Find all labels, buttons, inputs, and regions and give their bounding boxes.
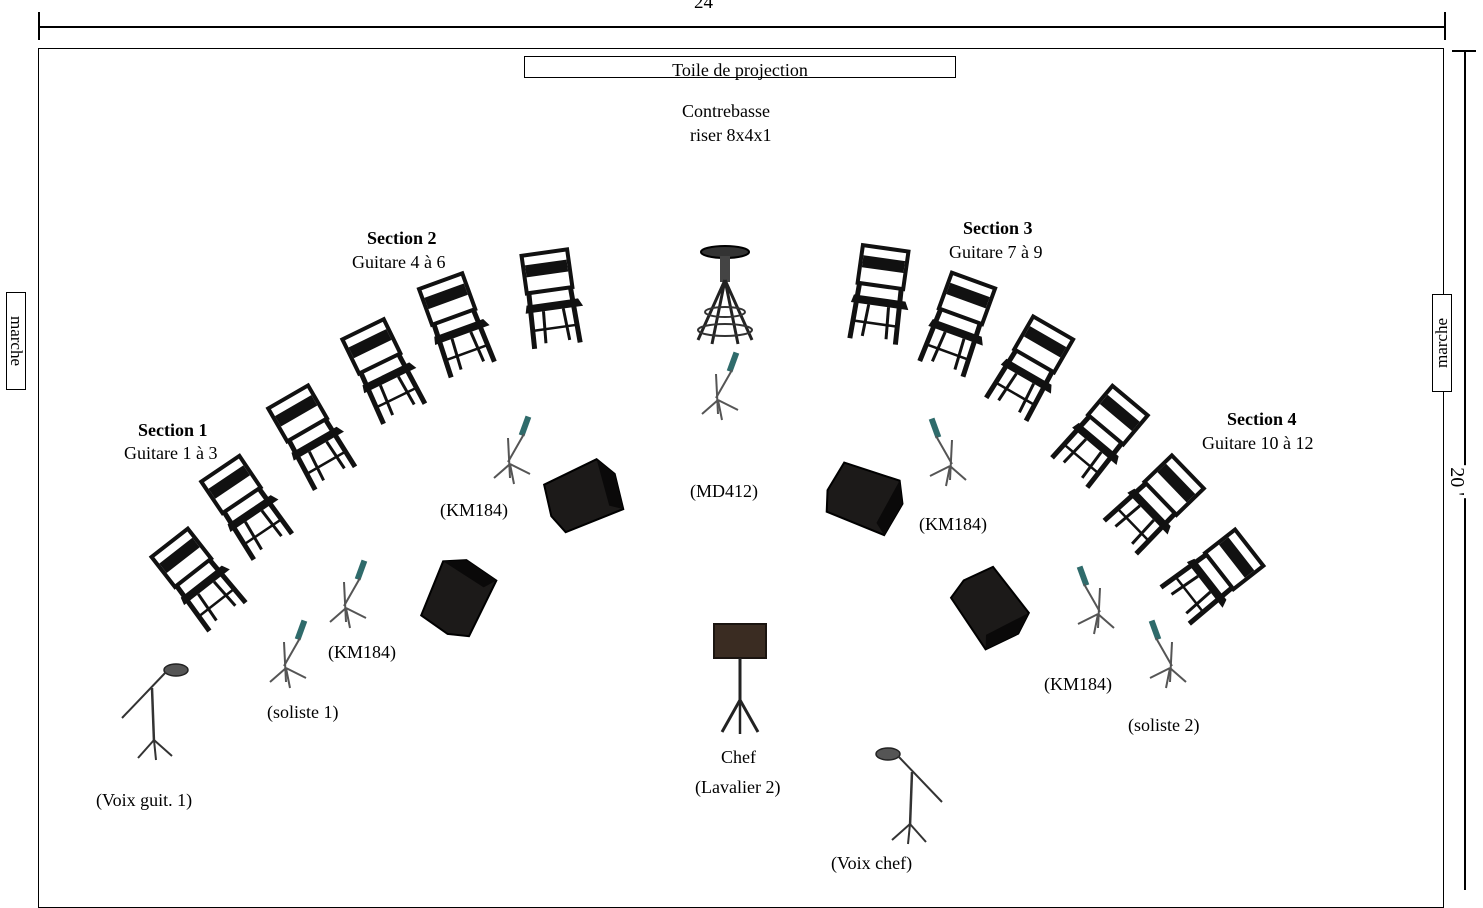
section-1-title: Section 1: [138, 420, 208, 440]
mic-label-voice-guitar: (Voix guit. 1): [96, 790, 193, 810]
section-3-subtitle: Guitare 7 à 9: [949, 242, 1043, 262]
mic-stand-icon: [493, 415, 532, 485]
projection-screen: Toile de projection: [524, 56, 956, 80]
mic-label-voice-chef: (Voix chef): [831, 853, 913, 873]
step-left: marche: [6, 292, 26, 390]
vocal-mic-icon: [875, 747, 943, 845]
monitor-speaker-icon: [419, 559, 498, 638]
projection-screen-label: Toile de projection: [672, 60, 808, 80]
chair-icon: [984, 313, 1076, 423]
music-stand-icon: [713, 623, 767, 734]
height-dimension-tick-top: [1452, 50, 1476, 52]
chair-icon: [1050, 382, 1151, 489]
mic-label-km184-section3: (KM184): [919, 514, 987, 534]
section-4-subtitle: Guitare 10 à 12: [1202, 433, 1314, 453]
bass-label-line1: Contrebasse: [682, 101, 770, 121]
mic-label-md412: (MD412): [690, 481, 758, 501]
chair-icon: [148, 525, 248, 633]
chair-icon: [917, 270, 998, 378]
mic-stand-icon: [928, 417, 967, 487]
width-dimension-label: 24: [690, 0, 717, 14]
conductor-lavalier-label: (Lavalier 2): [695, 777, 781, 797]
bass-label-line2: riser 8x4x1: [690, 125, 772, 145]
mic-label-km184-section4: (KM184): [1044, 674, 1112, 694]
step-right: marche: [1432, 294, 1452, 392]
chair-icon: [265, 382, 358, 492]
section-2-subtitle: Guitare 4 à 6: [352, 252, 446, 272]
mic-label-km184-section1: (KM184): [328, 642, 396, 662]
mic-stand-icon: [1076, 565, 1115, 635]
mic-stand-icon: [701, 351, 740, 421]
chair-icon: [519, 247, 584, 350]
monitor-speaker-icon: [949, 565, 1031, 651]
chair-icon: [198, 453, 294, 561]
mic-label-soloist1: (soliste 1): [267, 702, 339, 722]
conductor-label: Chef: [721, 747, 756, 767]
section-4-title: Section 4: [1227, 409, 1297, 429]
chair-icon: [1159, 526, 1267, 626]
section-3-title: Section 3: [963, 218, 1033, 238]
mic-label-km184-section2: (KM184): [440, 500, 508, 520]
section-1-subtitle: Guitare 1 à 3: [124, 443, 218, 463]
mic-stand-icon: [329, 559, 368, 629]
mic-stand-icon: [269, 619, 308, 689]
chair-icon: [416, 270, 497, 379]
mic-stand-icon: [1148, 619, 1187, 689]
width-dimension-tick-left: [38, 12, 40, 40]
section-2-title: Section 2: [367, 228, 437, 248]
vocal-mic-icon: [121, 663, 189, 761]
monitor-speaker-icon: [825, 461, 904, 537]
monitor-speaker-icon: [542, 458, 625, 534]
chair-icon: [847, 242, 911, 345]
height-dimension-label: 20 ': [1444, 465, 1468, 498]
chair-icon: [339, 316, 428, 425]
step-left-label: marche: [7, 315, 26, 367]
chair-icon: [1102, 452, 1207, 556]
step-right-label: marche: [1432, 317, 1451, 369]
width-dimension-tick-right: [1444, 12, 1446, 40]
width-dimension-line: [38, 26, 1446, 28]
stool-icon: [696, 245, 754, 345]
mic-label-soloist2: (soliste 2): [1128, 715, 1200, 735]
